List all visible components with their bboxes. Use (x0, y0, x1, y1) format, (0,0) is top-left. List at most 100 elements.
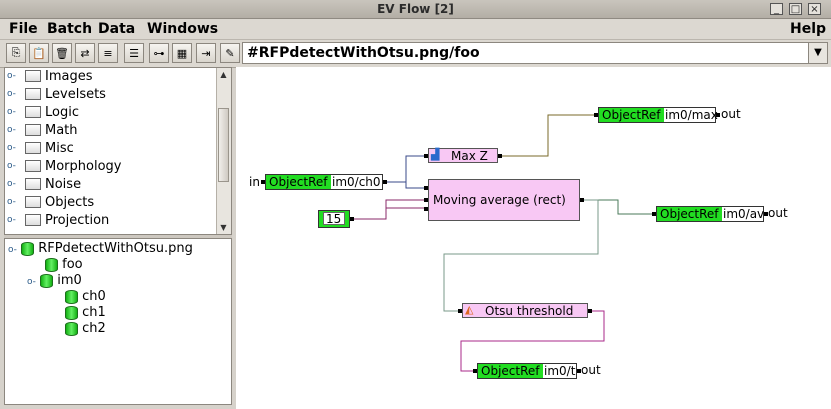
objref-label: ObjectRef (657, 207, 722, 221)
tree-item-ch1[interactable]: ch1 (65, 305, 106, 321)
tree-item-foo[interactable]: foo (45, 257, 83, 273)
objref-value: im0/t (544, 364, 576, 378)
objref-max-node[interactable]: ObjectRef im0/max (598, 107, 718, 123)
expand-icon[interactable]: o- (7, 197, 16, 207)
input-pin[interactable] (652, 212, 656, 216)
expand-icon[interactable]: o- (7, 179, 16, 189)
menu-data[interactable]: Data (98, 21, 136, 37)
scroll-down-icon[interactable]: ▼ (220, 223, 227, 232)
input-pin[interactable] (458, 309, 462, 313)
otsu-label: Otsu threshold (485, 304, 574, 318)
constant-value[interactable]: 15 (323, 212, 345, 226)
swap-icon[interactable]: ⇄ (75, 43, 95, 63)
expand-icon[interactable]: o- (7, 143, 16, 153)
palette-scrollbar[interactable]: ▲ ▼ (216, 68, 231, 234)
maximize-button[interactable]: □ (789, 3, 802, 15)
toolbar: ⎘ 📋 🗑 ⇄ ≡ ☰ ⊶ ▦ ⇥ ✎ #RFPdetectWithOtsu.p… (0, 39, 831, 68)
distribute-icon[interactable]: ☰ (124, 43, 144, 63)
collapse-icon[interactable]: o- (8, 245, 17, 255)
out-label: out (721, 107, 741, 121)
close-button[interactable]: × (808, 3, 821, 15)
objref-label: ObjectRef (599, 108, 664, 122)
import-icon[interactable]: ⇥ (196, 43, 216, 63)
maxz-label: Max Z (451, 149, 488, 163)
copy-icon[interactable]: ⎘ (6, 43, 26, 63)
constant-node[interactable]: 15 (318, 210, 350, 228)
window-title: EV Flow [2] (377, 2, 454, 16)
pane-divider[interactable] (4, 235, 232, 238)
moving-average-node[interactable]: Moving average (rect) (428, 179, 580, 221)
output-pin[interactable] (350, 217, 354, 221)
film-icon[interactable]: ▦ (172, 43, 192, 63)
menu-help[interactable]: Help (790, 21, 827, 37)
tree-item-im0[interactable]: o- im0 (27, 273, 82, 288)
folder-icon (25, 88, 41, 100)
menu-batch[interactable]: Batch (47, 21, 93, 37)
database-icon (21, 241, 35, 256)
input-pin[interactable] (594, 113, 598, 117)
note-icon[interactable]: ✎ (220, 43, 240, 63)
expand-icon[interactable]: o- (7, 71, 16, 81)
wire-mavg-av (584, 199, 652, 215)
folder-icon (25, 178, 41, 190)
output-pin[interactable] (383, 180, 387, 184)
input-pin[interactable] (424, 198, 428, 202)
expand-icon[interactable]: o- (7, 161, 16, 171)
align-icon[interactable]: ≡ (98, 43, 118, 63)
minimize-button[interactable]: _ (770, 3, 783, 15)
chevron-down-icon[interactable]: ▼ (808, 43, 827, 63)
objref-input-node[interactable]: ObjectRef im0/ch0 (265, 174, 383, 190)
window-titlebar: EV Flow [2] _ □ × (0, 0, 831, 19)
trash-icon[interactable]: 🗑 (52, 43, 72, 63)
scroll-up-icon[interactable]: ▲ (220, 70, 227, 79)
otsu-icon: ◭ (465, 303, 474, 316)
expand-icon[interactable]: o- (7, 215, 16, 225)
objref-t-node[interactable]: ObjectRef im0/t (477, 363, 577, 379)
folder-icon (25, 70, 41, 82)
out-label: out (581, 363, 601, 377)
out-label: out (768, 206, 788, 220)
output-pin[interactable] (764, 212, 768, 216)
module-palette: o-Images o-Levelsets o-Logic o-Math o-Mi… (4, 67, 232, 235)
objref-value: im0/ch0 (332, 175, 381, 189)
objref-label: ObjectRef (266, 175, 331, 189)
tree-item-root[interactable]: o- RFPdetectWithOtsu.png (8, 241, 193, 256)
tree-item-ch0[interactable]: ch0 (65, 289, 106, 305)
output-pin[interactable] (577, 369, 581, 373)
output-pin[interactable] (716, 113, 720, 117)
paste-icon[interactable]: 📋 (29, 43, 49, 63)
expand-icon[interactable]: o- (7, 107, 16, 117)
objref-av-node[interactable]: ObjectRef im0/av (656, 206, 764, 222)
output-pin[interactable] (498, 154, 502, 158)
collapse-icon[interactable]: o- (27, 277, 36, 287)
menu-windows[interactable]: Windows (147, 21, 219, 37)
menu-file[interactable]: File (9, 21, 38, 37)
objref-value: im0/av (723, 207, 765, 221)
input-pin[interactable] (424, 207, 428, 211)
database-icon (45, 257, 58, 272)
wire-mavg-otsu (443, 199, 599, 312)
input-pin[interactable] (473, 369, 477, 373)
input-pin[interactable] (424, 186, 428, 190)
input-pin[interactable] (424, 154, 428, 158)
input-pin[interactable] (261, 180, 265, 184)
otsu-threshold-node[interactable]: ◭ Otsu threshold (462, 303, 588, 318)
folder-icon (25, 196, 41, 208)
wire-otsu-t (460, 310, 605, 372)
database-icon (65, 289, 78, 304)
tree-item-ch2[interactable]: ch2 (65, 321, 106, 337)
flow-canvas[interactable]: in ObjectRef im0/ch0 ▟ Max Z ObjectRef i… (236, 67, 831, 409)
path-select[interactable]: #RFPdetectWithOtsu.png/foo ▼ (242, 42, 828, 64)
output-pin[interactable] (588, 309, 592, 313)
path-value: #RFPdetectWithOtsu.png/foo (247, 45, 480, 61)
output-pin[interactable] (580, 198, 584, 202)
wire-in-mavg (384, 181, 426, 189)
expand-icon[interactable]: o- (7, 125, 16, 135)
expand-icon[interactable]: o- (7, 89, 16, 99)
folder-icon (25, 160, 41, 172)
scroll-thumb[interactable] (218, 108, 229, 182)
wire-const-mavg2 (352, 207, 426, 220)
connect-icon[interactable]: ⊶ (149, 43, 169, 63)
maxz-node[interactable]: ▟ Max Z (428, 148, 498, 163)
objref-value: im0/max (665, 108, 718, 122)
